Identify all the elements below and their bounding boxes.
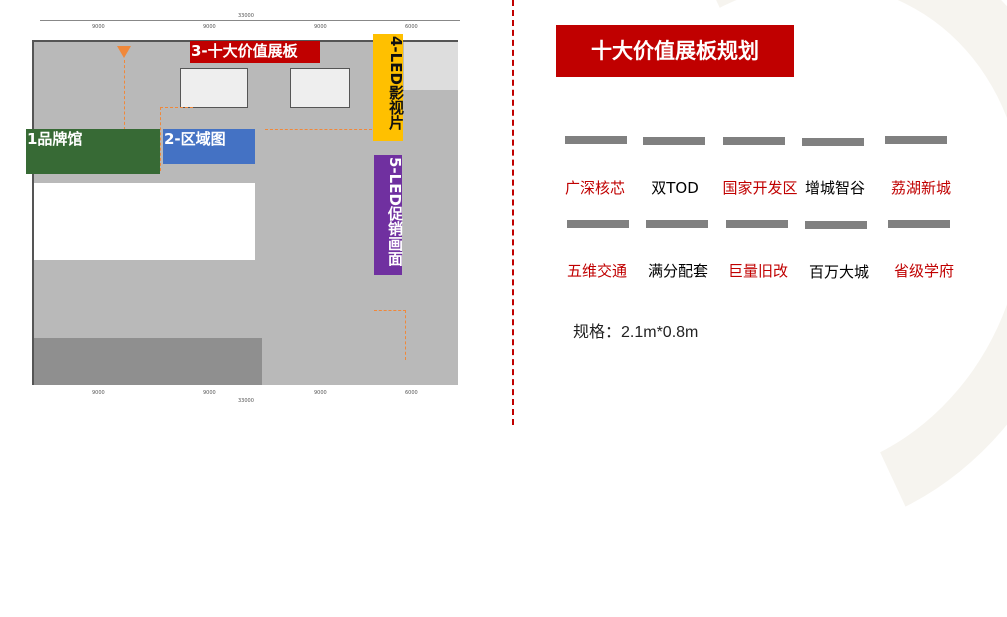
- panel-title-text: 十大价值展板规划: [591, 39, 759, 63]
- floor-plan: 33000 9000 9000 9000 6000 9000 9000 9000…: [0, 0, 500, 425]
- divider: [512, 0, 514, 425]
- label-led-promo[interactable]: 5-LED促销画面: [374, 155, 404, 275]
- entrance-arrow-icon: [117, 46, 131, 58]
- dim-top: 9000: [203, 24, 216, 30]
- dim-bottom: 9000: [314, 390, 327, 396]
- dim-top: 6000: [405, 24, 418, 30]
- label-value-boards[interactable]: 3-十大价值展板: [190, 41, 320, 63]
- label-text: 4-LED影视片: [387, 36, 405, 130]
- dim-top: 9000: [92, 24, 105, 30]
- board-bar: [805, 221, 867, 229]
- board-label: 百万大城: [808, 263, 869, 281]
- board-label: 荔湖新城: [890, 179, 951, 197]
- label-text: 3-十大价值展板: [191, 42, 298, 60]
- label-text: 5-LED促销画面: [386, 157, 404, 266]
- board-label: 省级学府: [893, 262, 954, 280]
- label-text: 2-区域图: [164, 130, 226, 148]
- dim-top-total: 33000: [238, 13, 254, 19]
- label-area-map[interactable]: 2-区域图: [163, 129, 255, 164]
- spec-text: 规格：2.1m*0.8m: [573, 324, 699, 341]
- dim-bottom: 9000: [203, 390, 216, 396]
- board-bar: [565, 136, 627, 144]
- board-bar: [885, 136, 947, 144]
- board-bar: [646, 220, 708, 228]
- dim-bottom: 6000: [405, 390, 418, 396]
- board-label: 五维交通: [566, 262, 627, 280]
- board-bar: [643, 137, 705, 145]
- board-label: 增城智谷: [804, 179, 865, 197]
- label-text: 1品牌馆: [27, 130, 83, 148]
- board-bar: [888, 220, 950, 228]
- dim-top: 9000: [314, 24, 327, 30]
- board-label: 巨量旧改: [727, 262, 788, 280]
- board-bar: [726, 220, 788, 228]
- dim-bottom: 9000: [92, 390, 105, 396]
- board-label: 双TOD: [651, 179, 699, 197]
- board-bar: [723, 137, 785, 145]
- panel-title: 十大价值展板规划: [556, 25, 794, 77]
- dim-bottom-total: 33000: [238, 398, 254, 404]
- board-label: 广深核芯: [564, 179, 625, 197]
- label-brand-hall[interactable]: 1品牌馆: [26, 129, 160, 174]
- label-led-video[interactable]: 4-LED影视片: [373, 34, 405, 141]
- board-bar: [802, 138, 864, 146]
- background-swoosh: [430, 0, 1007, 617]
- board-bar: [567, 220, 629, 228]
- board-label: 满分配套: [647, 262, 708, 280]
- board-label: 国家开发区: [722, 179, 798, 197]
